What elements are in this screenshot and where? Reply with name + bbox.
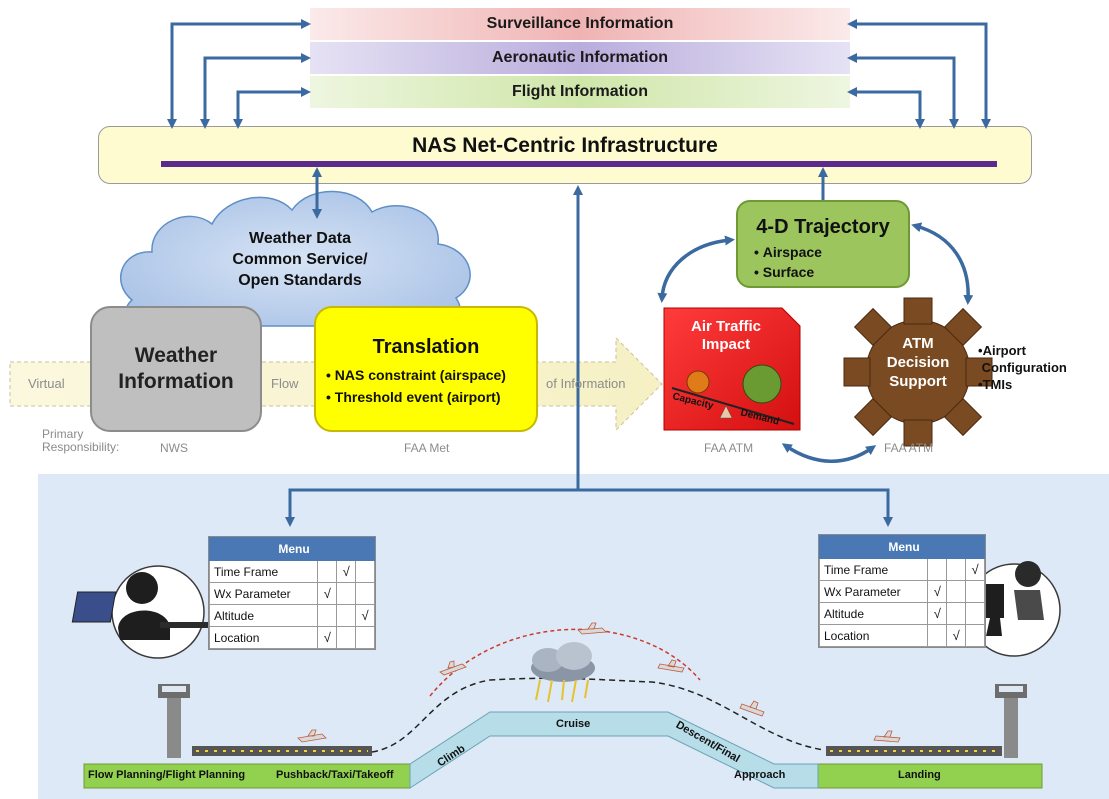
planned-flight-path [371,677,825,753]
trajectory-list: • Airspace • Surface [754,242,822,282]
arrow-surveillance-right [847,19,991,129]
surveillance-label: Surveillance Information [486,15,674,32]
nas-infrastructure-bar: NAS Net-Centric Infrastructure [98,126,1032,184]
menu-header: Menu [819,535,985,559]
airplane-icon [297,729,327,743]
cloud-line1: Weather Data [249,230,351,247]
pilot-user-icon [71,565,212,659]
airplane-icon [439,660,467,676]
left-runway [192,746,372,756]
right-info-arrows [847,19,991,129]
phase-pushback: Pushback/Taxi/Takeoff [276,769,394,781]
phase-cruise: Cruise [556,718,591,730]
aeronautic-information-bar: Aeronautic Information [310,42,850,74]
menu-header: Menu [209,537,375,561]
arrow-impact-trajectory [657,235,735,303]
arrow-flight-left [233,87,311,129]
weather-cloud-text: Weather Data Common Service/ Open Standa… [210,228,390,291]
nas-title: NAS Net-Centric Infrastructure [412,134,718,157]
demand-circle [742,364,782,404]
menu-row[interactable]: Time Frame√ [208,560,375,583]
translation-item: • NAS constraint (airspace) [326,367,506,383]
phase-band-profile [409,711,819,789]
storm-cloud-icon [531,642,595,703]
of-information-label: of Information [546,376,626,391]
weather-info-line1: Weather [134,344,218,367]
flight-information-bar: Flight Information [310,76,850,108]
phase-flow-planning: Flow Planning/Flight Planning [88,769,246,781]
translation-item: • Threshold event (airport) [326,389,501,405]
translation-list: • NAS constraint (airspace) • Threshold … [326,364,506,408]
right-control-tower-icon [995,684,1027,758]
airplane-icon [739,700,765,717]
left-control-tower-icon [158,684,190,758]
phase-approach: Approach [734,769,786,781]
left-menu: Menu Time Frame√ Wx Parameter√ Altitude√… [208,536,376,650]
airplane-icon [657,659,685,673]
left-info-arrows [167,19,311,129]
arrow-impact-atm [781,443,877,463]
right-menu: Menu Time Frame√ Wx Parameter√ Altitude√… [818,534,986,648]
menu-row[interactable]: Altitude√ [818,602,985,625]
trajectory-item: • Surface [754,264,815,280]
menu-row[interactable]: Wx Parameter√ [208,582,375,605]
arrow-aeronautic-right [847,53,959,129]
flow-label: Flow [271,376,299,391]
impact-balance-beam [671,387,795,425]
menu-row[interactable]: Location√ [818,624,985,647]
arrow-flight-right [847,87,925,129]
virtual-label: Virtual [28,376,65,391]
airplane-icon [873,730,901,743]
branch-to-menus [285,488,893,527]
atm-bullet: •Airport [978,343,1026,358]
flight-label: Flight Information [512,83,648,100]
atm-bullets: •Airport Configuration •TMIs [978,342,1067,393]
resp-faa-atm-impact: FAA ATM [704,441,754,455]
balance-fulcrum [719,405,733,419]
nas-bus-line [161,161,997,167]
menu-row[interactable]: Location√ [208,626,375,649]
resp-nws: NWS [160,441,188,455]
primary-responsibility-label: Primary Responsibility: [42,427,120,454]
arrow-aeronautic-left [200,53,311,129]
airplane-icons [297,622,901,743]
atm-decision-gear [843,297,993,447]
trajectory-title: 4-D Trajectory [756,216,890,238]
menu-row[interactable]: Wx Parameter√ [818,580,985,603]
menu-row[interactable]: Altitude√ [208,604,375,627]
resp-faa-met: FAA Met [404,441,450,455]
cloud-line2: Common Service/ [232,251,368,268]
surveillance-information-bar: Surveillance Information [310,8,850,40]
trajectory-item: • Airspace [754,244,822,260]
phase-band-landing [817,763,1043,789]
arrow-surveillance-left [167,19,311,129]
atm-decision-text: ATM Decision Support [886,335,950,390]
weather-info-line2: Information [118,370,234,393]
arrow-trajectory-atm [911,222,974,305]
controller-user-icon [967,561,1061,657]
translation-box: Translation • NAS constraint (airspace) … [314,306,538,432]
translation-title: Translation [372,336,480,358]
trajectory-box: 4-D Trajectory • Airspace • Surface [736,200,910,288]
cloud-line3: Open Standards [238,272,362,289]
menu-row[interactable]: Time Frame√ [818,558,985,581]
capacity-circle [686,370,710,394]
atm-bullet: •TMIs [978,377,1013,392]
resp-faa-atm-decision: FAA ATM [884,441,934,455]
air-traffic-impact-title: Air Traffic Impact [690,318,762,353]
airplane-icon [577,622,607,635]
atm-bullet: Configuration [981,360,1067,375]
aeronautic-label: Aeronautic Information [491,49,668,66]
phase-landing: Landing [898,769,941,781]
